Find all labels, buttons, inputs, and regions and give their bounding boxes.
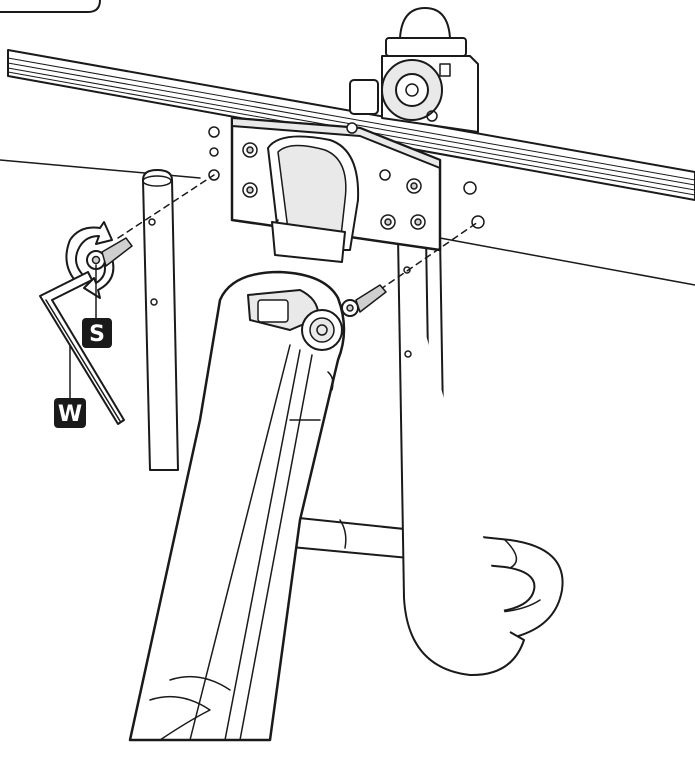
wall-holes [208,126,485,229]
label-s: S [82,318,112,348]
screw-icon [86,237,133,270]
label-w: W [54,398,86,428]
monitor-arm [128,270,346,742]
post-left [142,169,179,471]
screw-icon [341,284,387,317]
post-right [397,225,525,677]
mounting-plate [230,116,442,263]
frame-corner [0,0,101,13]
label-leaders [69,264,97,399]
label-s-text: S [89,322,105,347]
allen-wrench-icon [39,271,125,425]
rotation-arrow-icon [65,221,115,299]
monitor-clamp [349,7,479,133]
label-w-text: W [58,402,82,427]
